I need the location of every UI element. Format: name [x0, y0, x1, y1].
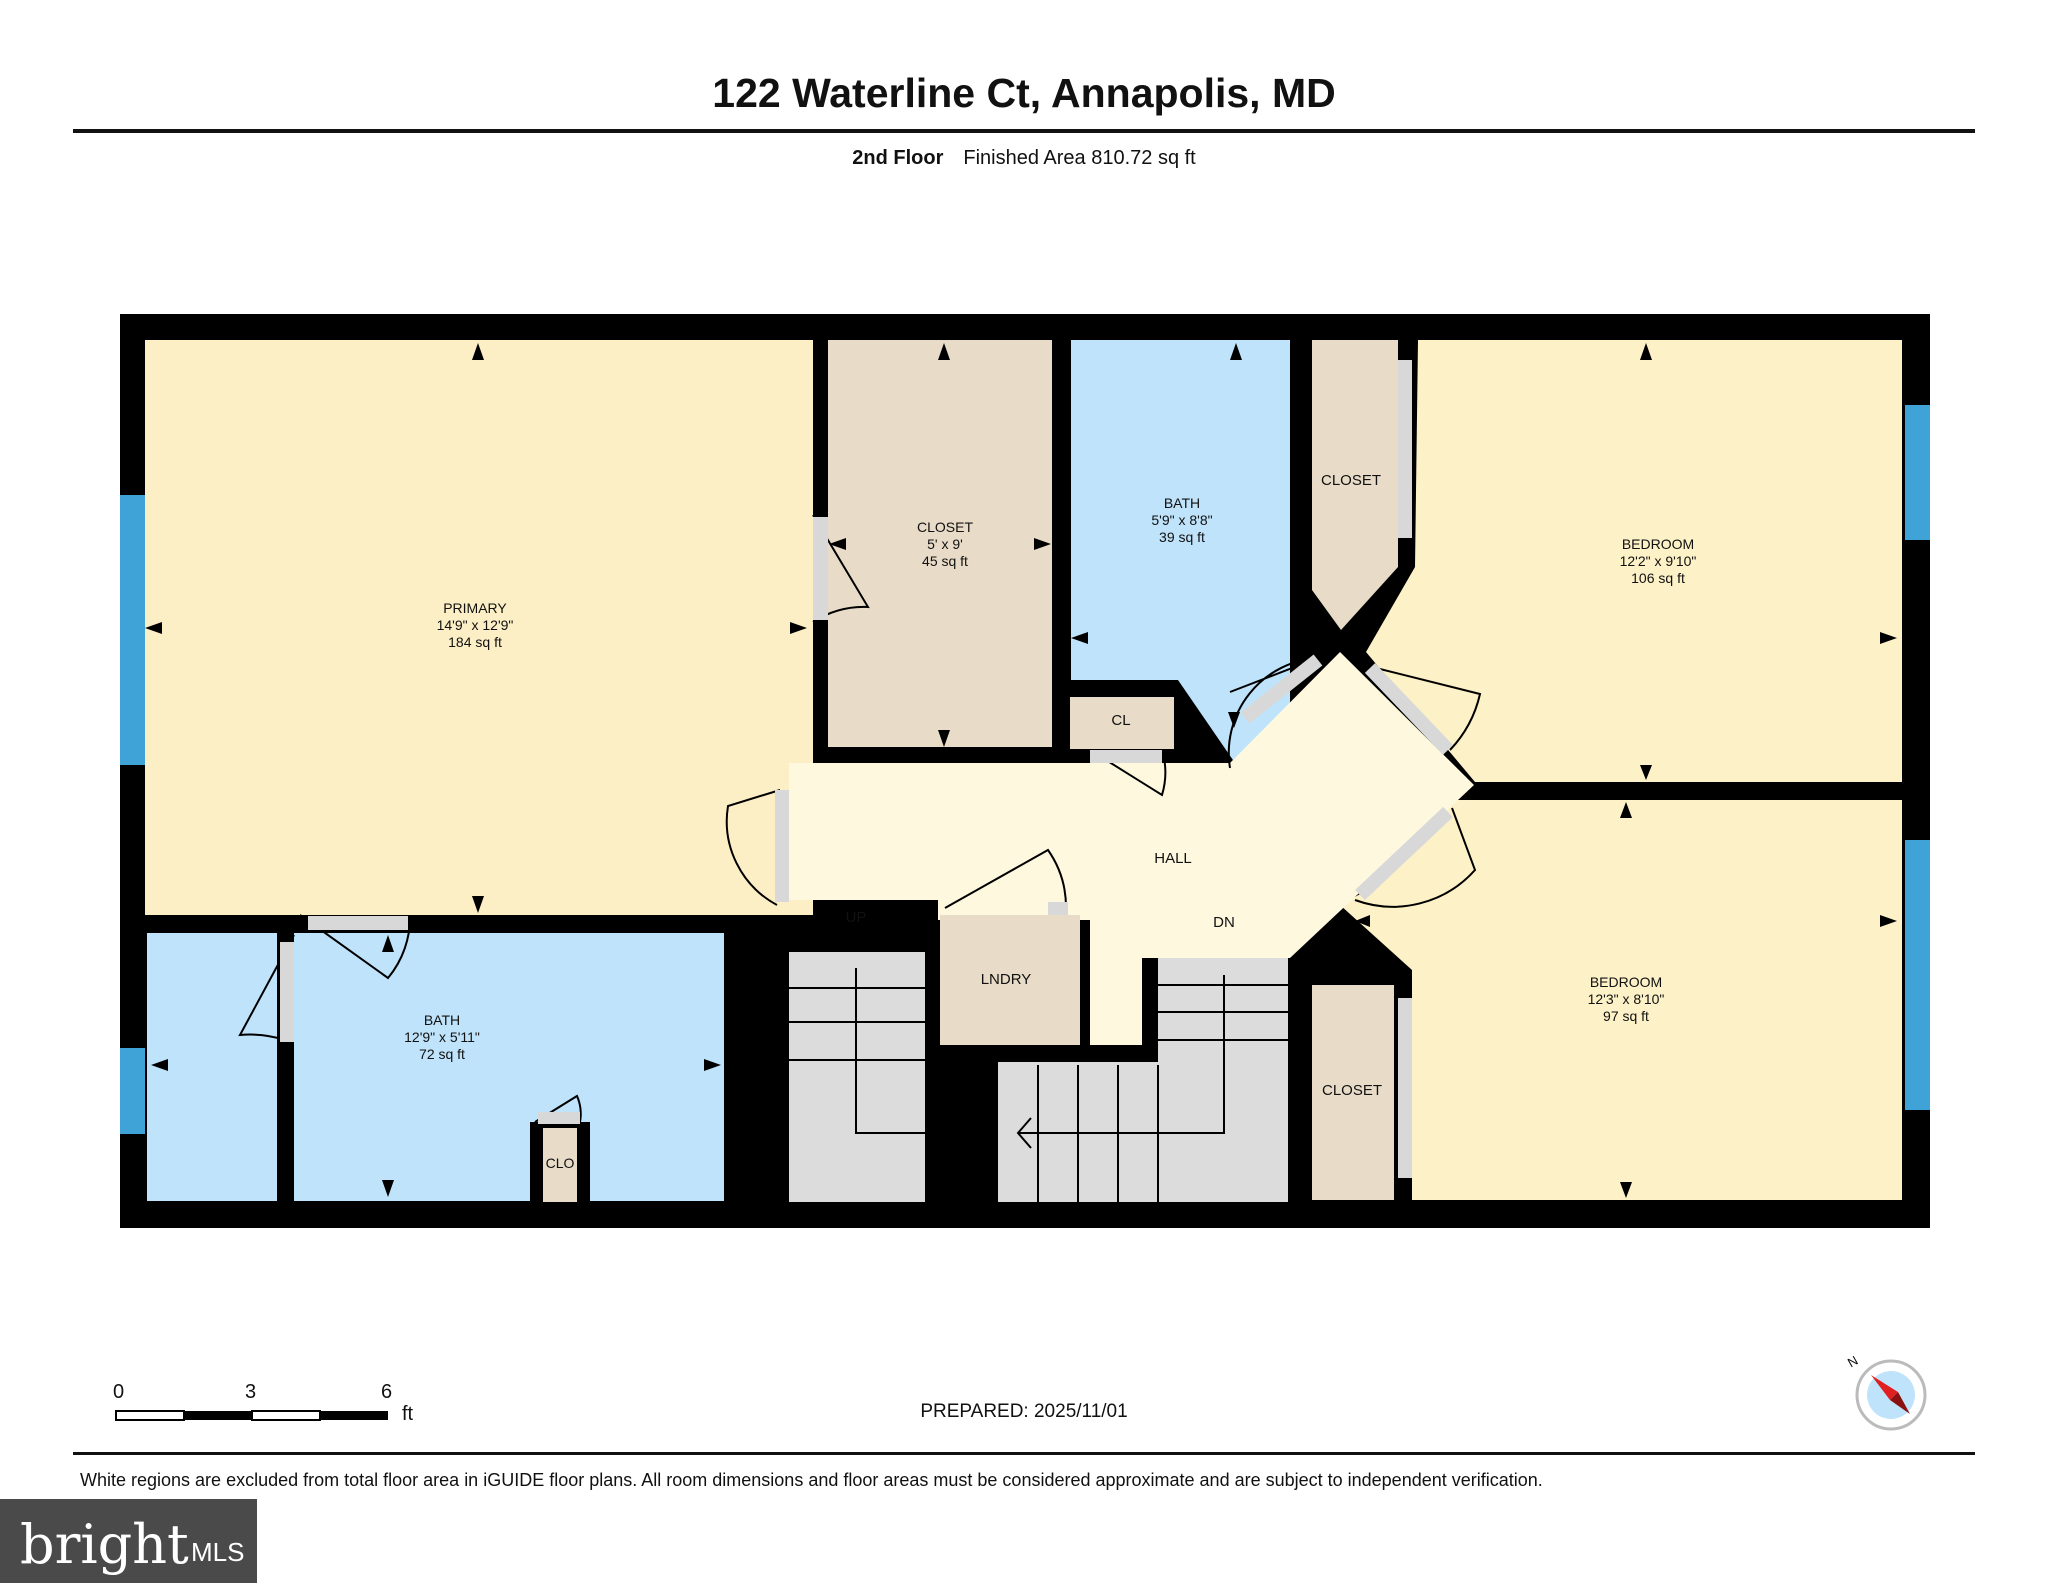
room-clo	[543, 1128, 577, 1202]
diagonal-door-openings	[1240, 654, 1454, 901]
room-closet-upper-right	[1312, 340, 1398, 630]
room-name: BEDROOM	[1589, 974, 1663, 990]
page-title: 122 Waterline Ct, Annapolis, MD	[712, 70, 1336, 116]
title-rule	[73, 129, 1975, 133]
room-name: BATH	[1163, 495, 1201, 511]
room-name: UP	[845, 909, 867, 926]
room-name: PRIMARY	[443, 600, 507, 616]
room-name: CLO	[545, 1155, 575, 1171]
footer-rule	[73, 1452, 1975, 1455]
room-primary	[145, 340, 813, 915]
scale-tick-3: 3	[245, 1381, 257, 1403]
room-area: 45 sq ft	[922, 553, 968, 569]
room-area: 106 sq ft	[1631, 570, 1685, 586]
room-bath-small	[147, 933, 277, 1201]
logo-brand: bright	[20, 1513, 189, 1576]
room-name: CLOSET	[916, 519, 973, 535]
finished-area: Finished Area 810.72 sq ft	[963, 147, 1196, 169]
room-name: DN	[1213, 914, 1235, 931]
room-name: BATH	[423, 1012, 461, 1028]
scale-tick-6: 6	[381, 1381, 393, 1403]
dimension-arrows	[145, 343, 1897, 1198]
windows	[120, 405, 1930, 1134]
disclaimer-text: White regions are excluded from total fl…	[80, 1470, 1543, 1490]
room-closet-main	[828, 340, 1052, 747]
floor-subtitle: 2nd Floor Finished Area 810.72 sq ft	[0, 147, 2048, 170]
room-bath-upper	[1071, 340, 1290, 763]
room-dims: 12'3" x 8'10"	[1587, 991, 1665, 1007]
room-dims: 14'9" x 12'9"	[436, 617, 514, 633]
room-dims: 12'2" x 9'10"	[1619, 553, 1697, 569]
scale-unit: ft	[402, 1403, 414, 1425]
room-laundry	[940, 915, 1080, 1045]
room-cl	[1070, 697, 1174, 749]
room-closet-lower-right	[1312, 985, 1394, 1200]
scale-tick-0: 0	[113, 1381, 125, 1403]
door-openings	[280, 360, 1412, 1178]
room-name: LNDRY	[980, 971, 1032, 988]
room-name: CL	[1111, 712, 1131, 729]
room-bath-lower	[294, 933, 724, 1201]
room-area: 39 sq ft	[1159, 529, 1205, 545]
floor-label: 2nd Floor	[852, 147, 944, 169]
room-area: 97 sq ft	[1603, 1008, 1649, 1024]
room-area: 184 sq ft	[448, 634, 502, 650]
compass-icon	[1855, 1359, 1927, 1431]
room-area: 72 sq ft	[419, 1046, 465, 1062]
room-bedroom-lower	[1340, 800, 1902, 1200]
scale-bar	[115, 1410, 388, 1421]
room-dims: 5' x 9'	[927, 536, 963, 552]
prepared-date: PREPARED: 2025/11/01	[920, 1401, 1128, 1422]
room-name: CLOSET	[1321, 1082, 1382, 1099]
room-name: HALL	[1154, 850, 1192, 867]
room-hall	[789, 652, 1474, 1045]
room-dims: 5'9" x 8'8"	[1151, 512, 1213, 528]
room-bedroom-upper	[1366, 340, 1902, 782]
door-swings	[238, 514, 1482, 1123]
stair-lines	[789, 968, 1288, 1202]
room-dims: 12'9" x 5'11"	[404, 1029, 480, 1045]
room-name: CLOSET	[1320, 472, 1381, 489]
room-name: BEDROOM	[1621, 536, 1695, 552]
logo-suffix: MLS	[191, 1537, 245, 1567]
bright-mls-logo: bright MLS	[0, 1499, 257, 1583]
